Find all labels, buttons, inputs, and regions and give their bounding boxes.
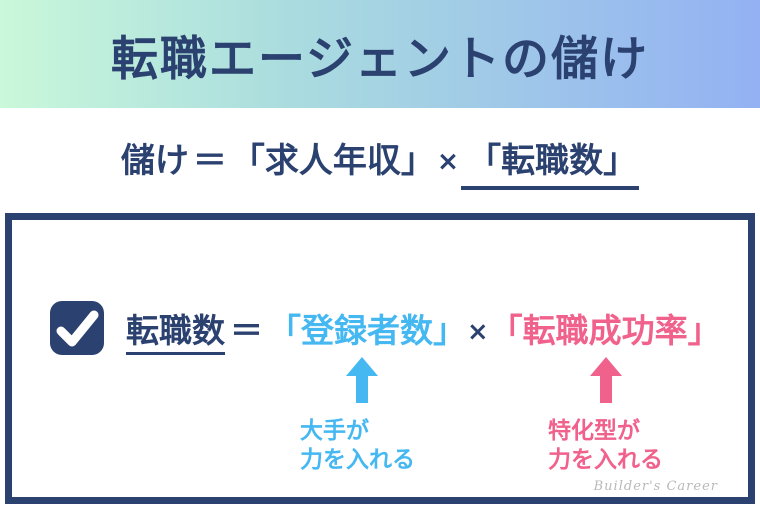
profit-formula-lhs: 儲け: [120, 141, 189, 181]
profit-formula-term-salary: 「求人年収」: [230, 141, 435, 181]
equals-sign: ＝: [192, 141, 227, 181]
check-formula-row: 転職数＝「登録者数」×「転職成功率」: [50, 300, 721, 355]
page-title: 転職エージェントの儲け: [110, 31, 650, 87]
up-arrow-icon: [590, 357, 622, 403]
watermark: Builder's Career: [593, 479, 718, 494]
placements-formula-term-registrants: 「登録者数」: [268, 310, 466, 350]
annotation-majors: 大手が 力を入れる: [300, 417, 415, 475]
profit-formula-term-placements: 「転職数」: [461, 133, 640, 190]
highlight-box: 転職数＝「登録者数」×「転職成功率」 大手が 力を入れる 特化型が 力を入れる …: [5, 213, 755, 504]
equals-sign: ＝: [230, 310, 263, 350]
placements-formula-lhs: 転職数: [126, 310, 225, 355]
annotation-line: 力を入れる: [300, 447, 415, 473]
header-banner: 転職エージェントの儲け: [0, 0, 760, 108]
checkmark-icon: [50, 300, 104, 355]
annotation-line: 力を入れる: [548, 447, 663, 473]
annotation-specialized: 特化型が 力を入れる: [548, 417, 663, 475]
multiply-sign: ×: [467, 316, 489, 347]
up-arrow-icon: [346, 357, 378, 403]
profit-formula: 儲け＝「求人年収」×「転職数」: [0, 133, 760, 190]
placements-formula: 転職数＝「登録者数」×「転職成功率」: [126, 304, 721, 355]
annotation-line: 大手が: [300, 418, 369, 444]
multiply-sign: ×: [436, 146, 460, 177]
annotation-line: 特化型が: [548, 418, 640, 444]
placements-formula-term-success-rate: 「転職成功率」: [489, 310, 721, 350]
